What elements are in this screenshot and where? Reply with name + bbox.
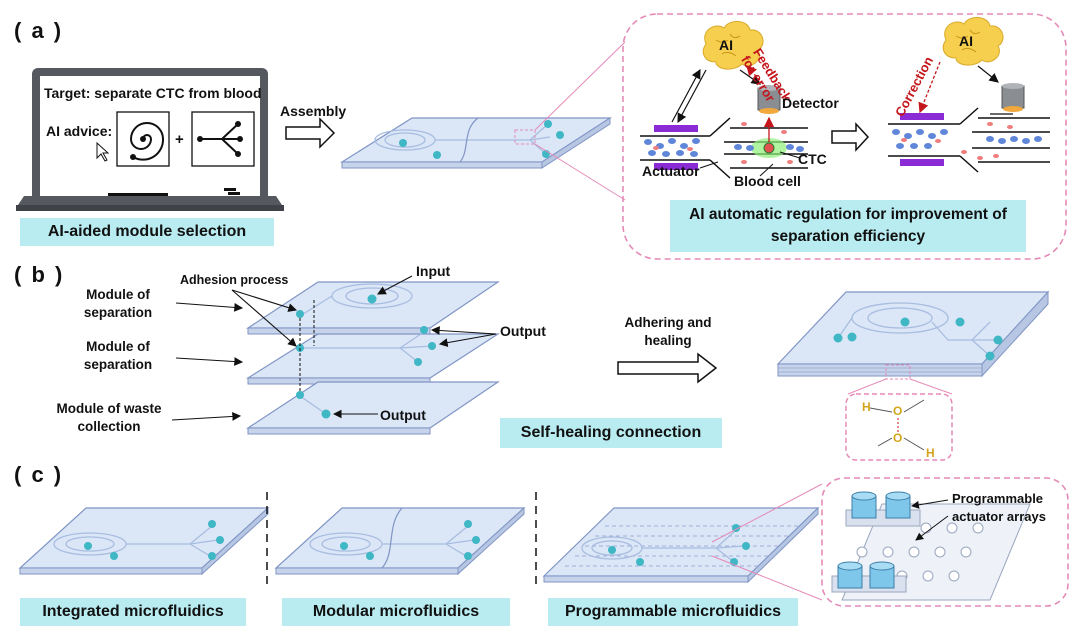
adhering-healing-label: Adhering and healing (624, 315, 712, 349)
ai-brain-icon (942, 17, 1004, 66)
module-selection-caption: AI-aided module selection (20, 218, 274, 246)
actuator-pointer (915, 515, 949, 541)
stacked-modules (245, 281, 501, 435)
programmable-caption: Programmable microfluidics (548, 598, 798, 626)
ctc-target (763, 142, 775, 154)
blood-cell-label: Blood cell (734, 173, 801, 189)
assembly-label: Assembly (280, 103, 347, 119)
ctc-cells (653, 122, 1013, 164)
ai-left-label: AI (719, 37, 733, 53)
arrows-b (171, 275, 497, 421)
detector-icon (757, 85, 781, 114)
molecule-box (845, 393, 953, 461)
arrows-a (671, 65, 1013, 124)
ctc-label: CTC (798, 151, 827, 167)
panel-a-label: ( a ) (14, 18, 64, 43)
input-label: Input (416, 263, 451, 279)
detector-label: Detector (782, 95, 839, 111)
detector-icon (1001, 83, 1025, 112)
adhesion-process-label: Adhesion process (180, 273, 289, 287)
blood-cells (644, 129, 1042, 157)
modular-chip (274, 506, 526, 576)
laptop-plus: + (175, 131, 184, 148)
panel-c-label: ( c ) (14, 462, 64, 487)
mol-h2: H (926, 446, 935, 460)
integrated-caption: Integrated microfluidics (20, 598, 246, 626)
output-label-top: Output (500, 323, 546, 339)
output-label-bottom: Output (380, 407, 426, 423)
self-healing-caption: Self-healing connection (500, 418, 722, 448)
mol-o1: O (893, 404, 903, 418)
adhering-arrow (617, 352, 718, 384)
zoom-line (909, 378, 953, 395)
integrated-chip (18, 506, 270, 576)
zoom-line (534, 41, 626, 131)
modular-caption: Modular microfluidics (282, 598, 510, 626)
panel-b-label: ( b ) (14, 262, 65, 287)
zoom-line (847, 378, 887, 395)
programmable-chip (542, 506, 820, 584)
actuator-zoom-box (821, 477, 1069, 607)
process-arrow (831, 122, 870, 152)
regulation-box (622, 13, 1067, 260)
mol-o2: O (893, 431, 903, 445)
module-waste-collection: Module of waste collection (56, 401, 162, 435)
zoom-line (534, 143, 626, 201)
module-separation-1: Module of separation (83, 287, 153, 321)
regulation-caption: AI automatic regulation for improvement … (670, 200, 1026, 252)
laptop (16, 68, 284, 211)
actuator-arrays-label: Programmable actuator arrays (952, 491, 1046, 524)
actuator-label: Actuator (642, 163, 700, 179)
laptop-advice-label: AI advice: (46, 123, 113, 139)
healed-chip (776, 290, 1050, 380)
zoom-line (711, 483, 823, 543)
hydrogen-bond (869, 399, 925, 451)
mol-h1: H (862, 400, 871, 414)
assembled-chip (339, 117, 613, 169)
channel-right (888, 107, 1050, 173)
laptop-target-text: Target: separate CTC from blood (44, 85, 262, 101)
ai-right-label: AI (959, 33, 973, 49)
zoom-line (711, 555, 823, 601)
module-separation-2: Module of separation (83, 339, 153, 373)
ai-brain-icon (702, 21, 764, 70)
actuator-array (831, 491, 1031, 601)
actuator-pointer (911, 499, 949, 509)
assembly-arrow (285, 117, 336, 149)
